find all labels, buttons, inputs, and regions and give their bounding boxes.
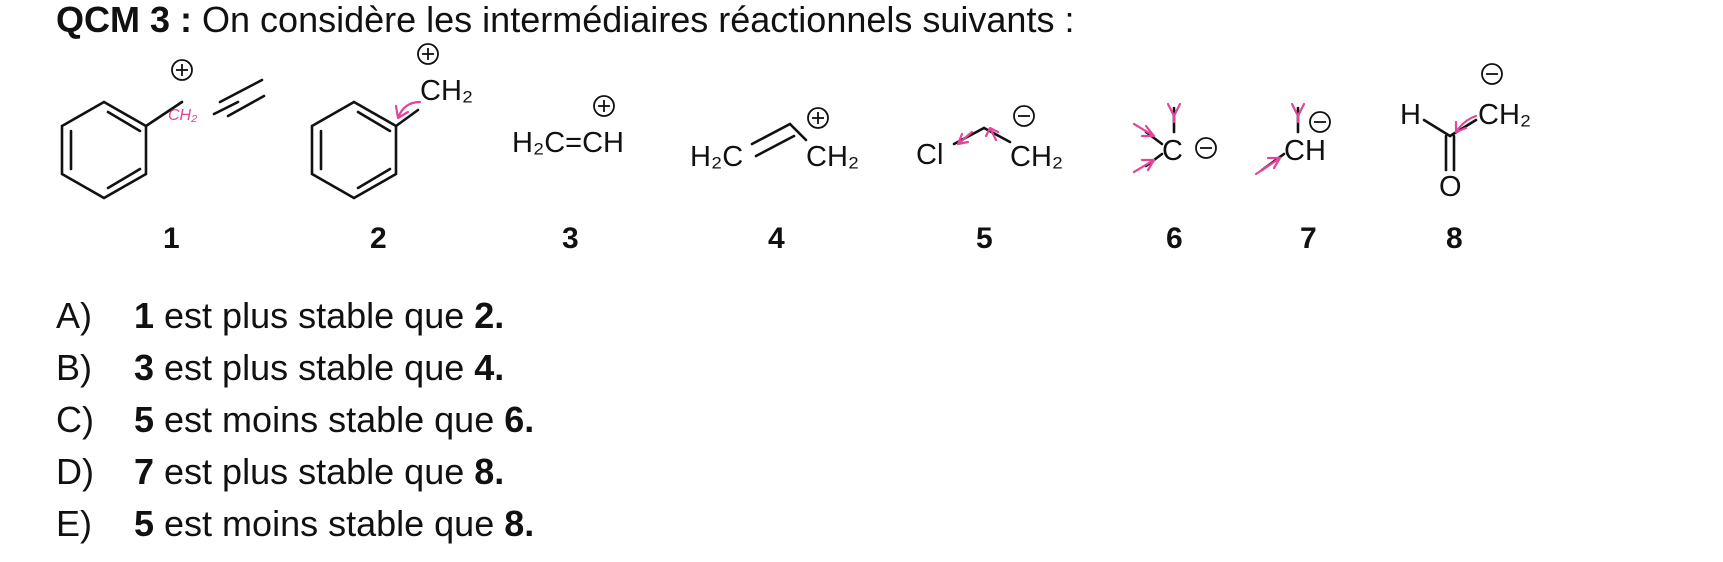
ch2-label-4: CH₂ [806,141,859,173]
curved-arrow-icon [394,100,422,120]
structure-5: Cl CH₂ 5 [916,105,1063,255]
negative-charge-icon [1481,63,1503,85]
option-text: est moins stable que [154,399,505,440]
ch2-label-5: CH₂ [1010,141,1063,173]
option-first-structure: 7 [134,451,155,492]
o-label-8: O [1439,171,1462,203]
option-second-structure: 2. [474,295,505,336]
carbon-label-6: C [1162,135,1183,167]
option-a[interactable]: A) 1 est plus stable que 2. [56,290,534,342]
structure-8: H O CH₂ 8 [1400,63,1531,255]
inductive-arrow-icon [984,126,1000,142]
negative-charge-icon [1195,137,1217,159]
option-letter: B) [56,347,92,388]
handwritten-ch2-annotation: CH₂ [168,107,197,124]
positive-charge-icon [593,95,615,117]
answer-options: A) 1 est plus stable que 2. B) 3 est plu… [56,290,534,550]
option-text: est plus stable que [154,451,475,492]
ch2-label-2: CH₂ [420,75,473,107]
structure-6: C 6 [1132,102,1217,255]
option-first-structure: 5 [134,399,155,440]
positive-charge-icon [171,59,193,81]
option-text: est plus stable que [154,347,475,388]
negative-charge-icon [1309,111,1331,133]
option-c[interactable]: C) 5 est moins stable que 6. [56,394,534,446]
option-second-structure: 8. [504,503,535,544]
structure-1: CH₂ 1 [60,59,266,255]
benzene-ring-2 [310,100,398,200]
cl-label-5: Cl [916,139,943,171]
option-e[interactable]: E) 5 est moins stable que 8. [56,498,534,550]
qcm-label: QCM 3 : [56,0,193,40]
h-label-8: H [1400,99,1421,131]
option-text: est plus stable que [154,295,475,336]
inductive-arrow-icon [1290,102,1306,124]
option-text: est moins stable que [154,503,505,544]
question-prompt: On considère les intermédiaires réaction… [202,0,1075,40]
structure-4: H₂C CH₂ 4 [690,107,859,255]
option-b[interactable]: B) 3 est plus stable que 4. [56,342,534,394]
option-first-structure: 5 [134,503,155,544]
structure-7: CH 7 [1254,102,1331,255]
vinyl-label-3: H₂C=CH [512,127,624,159]
option-first-structure: 1 [134,295,155,336]
curved-arrow-icon [1454,114,1478,134]
option-letter: A) [56,295,92,336]
option-first-structure: 3 [134,347,155,388]
structure-number-5: 5 [976,222,993,255]
structure-number-3: 3 [562,222,579,255]
structure-3: H₂C=CH 3 [512,95,624,255]
option-letter: D) [56,451,94,492]
structure-number-1: 1 [163,222,180,255]
ch-label-7: CH [1284,135,1326,167]
benzene-ring-1 [60,100,148,200]
option-letter: C) [56,399,94,440]
reaction-intermediates-figure: CH₂ 1 CH₂ 2 H₂C=CH 3 H₂C CH₂ 4 Cl [60,43,1531,255]
option-second-structure: 6. [504,399,535,440]
inductive-arrow-icon [1254,156,1282,176]
h2c-label-4: H₂C [690,141,743,173]
option-d[interactable]: D) 7 est plus stable que 8. [56,446,534,498]
inductive-arrow-icon [1132,122,1156,138]
structure-number-8: 8 [1446,222,1463,255]
option-letter: E) [56,503,92,544]
inductive-arrow-icon [1132,158,1156,174]
positive-charge-icon [417,43,439,65]
option-second-structure: 8. [474,451,505,492]
structure-2: CH₂ 2 [310,43,473,255]
question-title: QCM 3 : On considère les intermédiaires … [56,0,1074,40]
structure-number-7: 7 [1300,222,1317,255]
inductive-arrow-icon [1166,102,1182,124]
inductive-arrow-icon [956,130,974,146]
structure-number-2: 2 [370,222,387,255]
option-second-structure: 4. [474,347,505,388]
structure-number-4: 4 [768,222,785,255]
negative-charge-icon [1013,105,1035,127]
positive-charge-icon [807,107,829,129]
structure-number-6: 6 [1166,222,1183,255]
ch2-label-8: CH₂ [1478,99,1531,131]
